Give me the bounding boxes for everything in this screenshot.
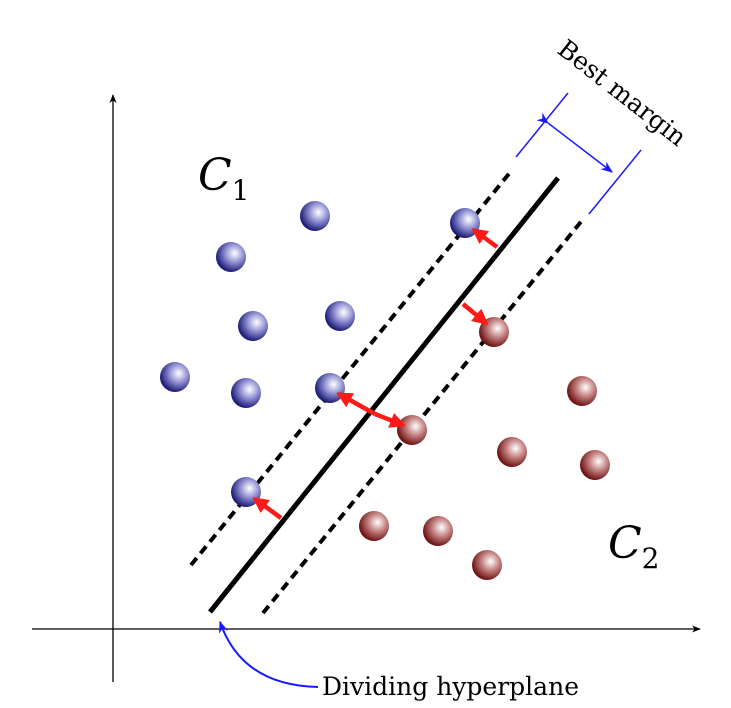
class-1-point: [231, 378, 261, 408]
class-1-point: [160, 362, 190, 392]
dividing-hyperplane-label: Dividing hyperplane: [322, 672, 579, 701]
support-arrow: [374, 411, 406, 428]
class-1-label: C1: [198, 150, 250, 207]
class-1-point: [300, 201, 330, 231]
axes: [32, 94, 701, 682]
margin-extension-right: [588, 149, 642, 215]
support-arrow: [461, 302, 489, 326]
best-margin-label: Best margin: [552, 34, 692, 152]
support-arrow: [252, 497, 283, 520]
margin-extension-left: [515, 92, 569, 158]
support-vector-arrows: [252, 228, 499, 520]
class-1-point: [216, 242, 246, 272]
support-vector-class-2: [397, 415, 427, 445]
hyperplane-callout: Dividing hyperplane: [219, 620, 579, 701]
class-1-point: [238, 311, 268, 341]
lower-margin-line: [261, 216, 586, 615]
margin-width-arrow: [536, 112, 613, 173]
svg-text:C1: C1: [198, 150, 250, 207]
class-2-label: C2: [608, 518, 660, 575]
class-2-point: [359, 511, 389, 541]
class-2-point: [567, 376, 597, 406]
support-arrow: [336, 392, 377, 416]
class-1-points: [160, 201, 480, 507]
class-2-point: [580, 450, 610, 480]
class-2-point: [497, 437, 527, 467]
class-2-point: [472, 550, 502, 580]
best-margin-indicator: Best margin: [515, 34, 692, 215]
callout-arrow: [219, 620, 319, 688]
svg-text:C2: C2: [608, 518, 660, 575]
dividing-hyperplane-line: [208, 176, 560, 614]
class-2-point: [423, 516, 453, 546]
support-arrow: [471, 228, 499, 249]
class-1-point: [325, 301, 355, 331]
support-vector-class-1: [315, 373, 345, 403]
